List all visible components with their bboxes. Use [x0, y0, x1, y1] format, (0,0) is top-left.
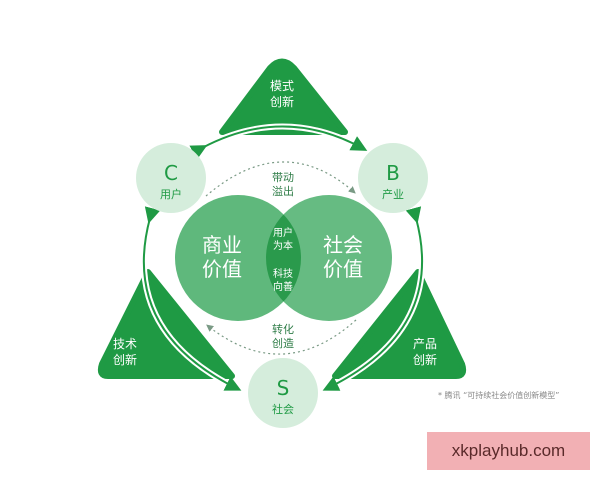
node-c-label: 用户 [160, 187, 182, 201]
caption: * 腾讯 “可持续社会价值创新模型” [438, 391, 560, 400]
venn-center-line1: 用户 [273, 226, 293, 239]
flow-bottom-line1: 转化 [272, 322, 294, 336]
flow-bottom-line2: 创造 [272, 336, 294, 350]
venn-left [175, 195, 301, 321]
node-s [248, 358, 318, 428]
flow-top-line2: 溢出 [272, 184, 294, 198]
venn-left-line2: 价值 [202, 257, 242, 281]
watermark-text: xkplayhub.com [451, 441, 566, 460]
triangle-right-line1: 产品 [413, 337, 437, 351]
triangle-top [219, 58, 348, 135]
node-b-label: 产业 [382, 187, 404, 201]
triangle-right-line2: 创新 [413, 352, 437, 367]
venn-center-line3: 科技 [273, 267, 293, 280]
triangle-left-line2: 创新 [113, 352, 137, 367]
node-s-letter: S [277, 376, 290, 400]
triangle-top-line1: 模式 [270, 79, 294, 93]
node-c [136, 143, 206, 213]
watermark: xkplayhub.com [427, 432, 590, 470]
node-s-label: 社会 [272, 402, 294, 416]
triangle-left-line1: 技术 [113, 337, 137, 351]
venn-center-line2: 为本 [273, 239, 293, 252]
venn-right [266, 195, 392, 321]
venn-right-line1: 社会 [323, 233, 363, 257]
node-c-letter: C [164, 161, 178, 185]
venn-right-line2: 价值 [323, 257, 363, 281]
node-b [358, 143, 428, 213]
venn-center-line4: 向善 [273, 280, 293, 293]
triangle-top-line2: 创新 [270, 94, 294, 109]
flow-top-line1: 带动 [272, 171, 294, 184]
node-b-letter: B [386, 161, 400, 185]
venn-left-line1: 商业 [202, 233, 242, 257]
